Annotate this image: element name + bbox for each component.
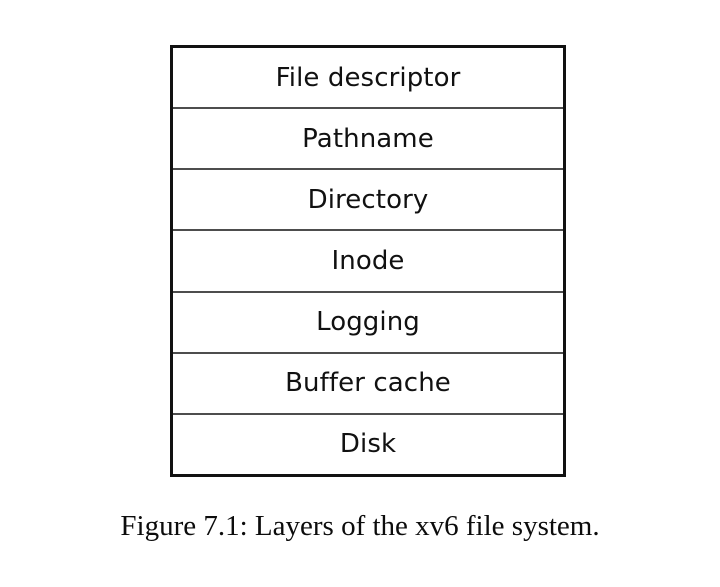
layer-row: Directory <box>173 170 563 232</box>
layer-row: File descriptor <box>173 48 563 110</box>
layer-stack-diagram: File descriptor Pathname Directory Inode… <box>170 45 566 477</box>
layer-row: Inode <box>173 231 563 293</box>
layer-label-file-descriptor: File descriptor <box>275 62 461 93</box>
layer-label-inode: Inode <box>331 245 405 276</box>
figure-caption: Figure 7.1: Layers of the xv6 file syste… <box>120 510 600 542</box>
layer-label-pathname: Pathname <box>302 123 434 154</box>
layer-label-logging: Logging <box>316 307 420 338</box>
layer-row: Logging <box>173 292 563 354</box>
layer-label-buffer-cache: Buffer cache <box>285 368 451 399</box>
layer-row: Buffer cache <box>173 353 563 415</box>
layer-row: Pathname <box>173 109 563 171</box>
layer-row: Disk <box>173 414 563 474</box>
layer-label-directory: Directory <box>307 184 429 215</box>
layer-label-disk: Disk <box>339 429 397 460</box>
